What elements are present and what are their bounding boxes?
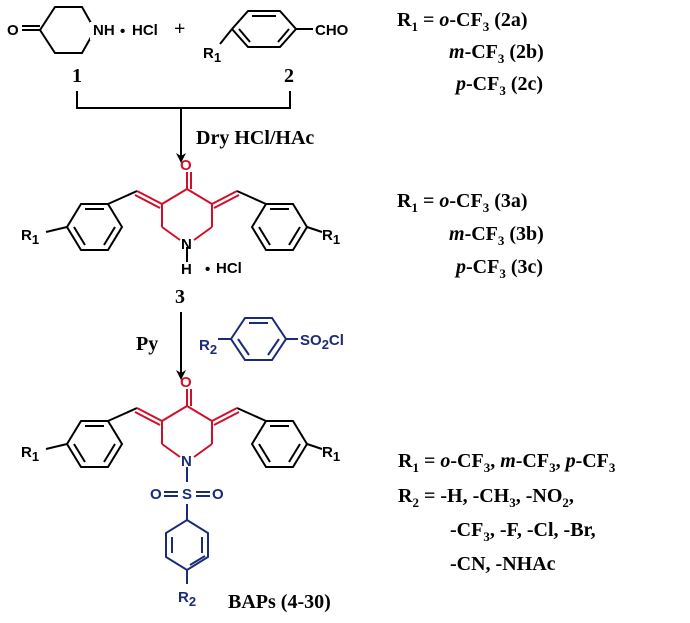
sulfonyl-so2cl: SO2Cl bbox=[300, 332, 344, 352]
product-r2: R2 bbox=[178, 589, 196, 609]
final-substituents: R1 = o-CF3, m-CF3, p-CF3 R2 = -H, -CH3, … bbox=[398, 450, 616, 575]
substituent-2b: m-CF3 (2b) bbox=[449, 41, 544, 66]
substituent-3a: R1 = o-CF3 (3a) bbox=[397, 190, 528, 215]
final-r1-definition: R1 = o-CF3, m-CF3, p-CF3 bbox=[398, 450, 616, 475]
product-structure bbox=[45, 389, 323, 584]
compound-3-hcl: HCl bbox=[216, 260, 242, 277]
product-sulfur: S bbox=[182, 486, 192, 503]
compound-3-r1-left: R1 bbox=[21, 227, 39, 247]
compound-3-structure bbox=[45, 172, 323, 262]
final-r2-definition-line3: -CN, -NHAc bbox=[450, 553, 556, 575]
compound-2-r1: R1 bbox=[203, 45, 221, 65]
final-r2-definition-line2: -CF3, -F, -Cl, -Br, bbox=[450, 519, 596, 544]
final-r2-definition-line1: R2 = -H, -CH3, -NO2, bbox=[398, 485, 574, 510]
substituent-3c: p-CF3 (3c) bbox=[454, 256, 543, 281]
compound-3-nitrogen: N bbox=[181, 236, 192, 253]
product-r1-left: R1 bbox=[21, 444, 39, 464]
compound-2-cho: CHO bbox=[315, 22, 349, 39]
compound-1-hcl: HCl bbox=[132, 22, 158, 39]
substituent-2c: p-CF3 (2c) bbox=[454, 73, 543, 98]
sulfonyl-r2: R2 bbox=[199, 337, 217, 357]
compound-3-oxygen: O bbox=[180, 157, 192, 174]
reagent-pyridine: Py bbox=[136, 333, 158, 355]
compound-1-number: 1 bbox=[72, 65, 82, 87]
product-nitrogen: N bbox=[181, 453, 192, 470]
compound-3-hydrogen: H bbox=[181, 261, 192, 278]
compound-1-dot: • bbox=[120, 23, 125, 40]
substituents-3-list: R1 = o-CF3 (3a) m-CF3 (3b) p-CF3 (3c) bbox=[397, 190, 544, 281]
product-sulfonyl-oxygen-right: O bbox=[212, 486, 224, 503]
compound-2-number: 2 bbox=[284, 65, 294, 87]
substituent-2a: R1 = o-CF3 (2a) bbox=[397, 9, 528, 34]
compound-3-dot: • bbox=[205, 261, 210, 278]
substituents-2-list: R1 = o-CF3 (2a) m-CF3 (2b) p-CF3 (2c) bbox=[397, 9, 544, 98]
product-r1-right: R1 bbox=[322, 444, 340, 464]
reagent-dry-hcl-hac: Dry HCl/HAc bbox=[196, 127, 314, 149]
sulfonyl-chloride-structure bbox=[218, 317, 298, 361]
product-oxygen: O bbox=[180, 374, 192, 391]
plus-sign: + bbox=[174, 18, 185, 40]
product-name-baps: BAPs (4-30) bbox=[228, 591, 331, 613]
product-sulfonyl-oxygen-left: O bbox=[150, 486, 162, 503]
compound-2-structure bbox=[219, 10, 313, 48]
compound-3-number: 3 bbox=[175, 286, 185, 308]
compound-1-structure bbox=[22, 6, 97, 54]
compound-1-nh: NH bbox=[93, 22, 115, 39]
compound-3-r1-right: R1 bbox=[322, 227, 340, 247]
compound-1-oxygen: O bbox=[7, 22, 19, 39]
substituent-3b: m-CF3 (3b) bbox=[449, 223, 544, 248]
reaction-arrow-1 bbox=[76, 91, 291, 163]
